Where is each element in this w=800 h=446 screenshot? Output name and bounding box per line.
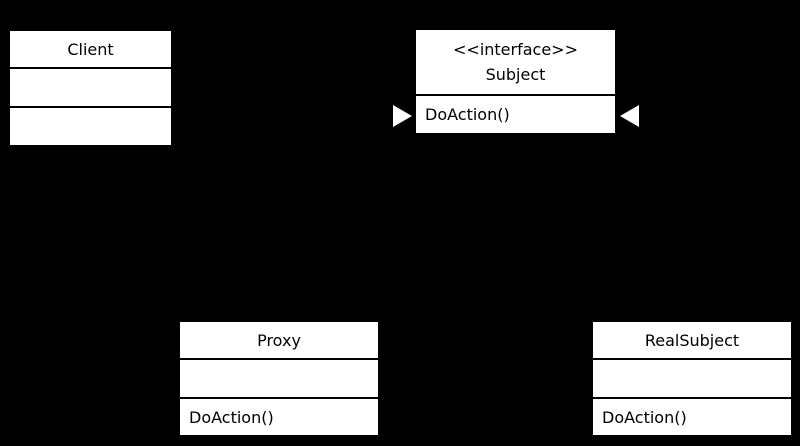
stereotype-label-subject: <<interface>> — [453, 40, 578, 59]
class-title-client: Client — [67, 39, 114, 59]
class-attributes-client — [10, 67, 171, 106]
class-methods-proxy: DoAction() — [180, 397, 378, 435]
method-label-subject-doaction: DoAction() — [425, 105, 510, 124]
method-label-proxy-doaction: DoAction() — [189, 407, 274, 427]
class-box-client: Client — [9, 30, 172, 146]
class-box-subject: <<interface>> Subject DoAction() — [415, 29, 616, 134]
class-box-realsubject: RealSubject DoAction() — [592, 321, 792, 436]
class-methods-subject: DoAction() — [416, 94, 615, 133]
class-attributes-proxy — [180, 358, 378, 397]
class-attributes-realsubject — [593, 358, 791, 397]
class-title-proxy: Proxy — [257, 330, 301, 350]
arrowhead-triangle-left-icon — [620, 105, 639, 127]
class-title-subject: Subject — [485, 65, 546, 84]
method-label-realsubject-doaction: DoAction() — [602, 407, 687, 427]
class-box-proxy: Proxy DoAction() — [179, 321, 379, 436]
class-title-realsubject: RealSubject — [644, 330, 740, 350]
class-header-subject: <<interface>> Subject — [416, 30, 615, 94]
arrowhead-triangle-right-icon — [393, 105, 412, 127]
class-methods-realsubject: DoAction() — [593, 397, 791, 435]
class-methods-client — [10, 106, 171, 145]
